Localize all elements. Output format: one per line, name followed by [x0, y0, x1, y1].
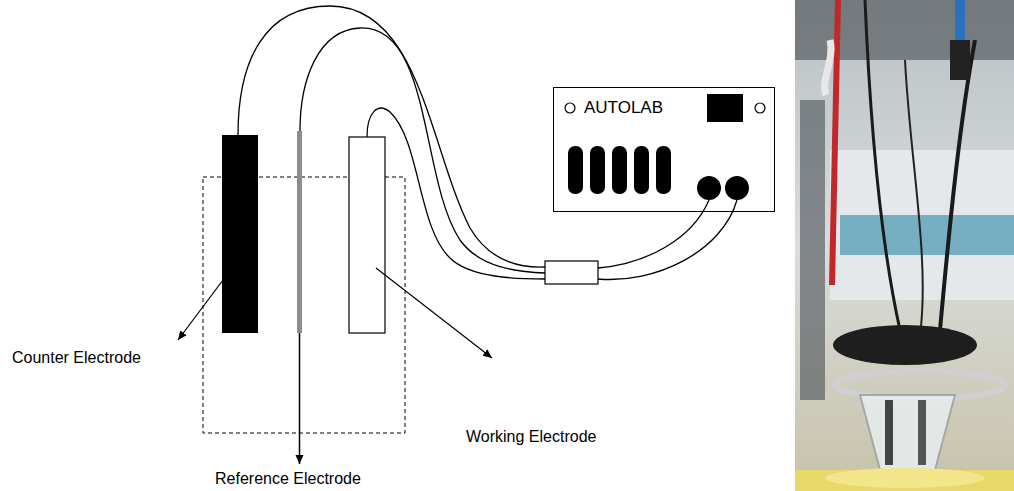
wire — [238, 6, 545, 267]
panel-screw — [755, 103, 765, 113]
working-electrode — [349, 137, 385, 333]
connector-block — [545, 261, 598, 284]
panel-socket — [656, 146, 671, 194]
setup-photo — [795, 0, 1014, 491]
counter-electrode — [222, 135, 258, 333]
electrode-label: Reference Electrode — [213, 470, 363, 488]
wire — [598, 200, 709, 268]
wire — [367, 108, 545, 279]
reference-electrode — [297, 131, 302, 333]
instrument-box: AUTOLAB — [553, 87, 775, 212]
panel-screw — [565, 103, 575, 113]
panel-socket — [590, 146, 605, 194]
electrode-label: Counter Electrode — [10, 349, 143, 367]
panel-socket — [634, 146, 649, 194]
leader-arrow — [178, 268, 232, 340]
panel-socket — [568, 146, 583, 194]
display — [707, 94, 743, 122]
terminal — [725, 176, 749, 200]
instrument-name: AUTOLAB — [584, 99, 663, 118]
wire — [300, 28, 545, 273]
leader-arrow — [299, 333, 301, 464]
leader-arrow — [376, 268, 492, 358]
panel-socket — [612, 146, 627, 194]
terminal — [697, 176, 721, 200]
electrode-label: Working Electrode — [464, 428, 598, 446]
